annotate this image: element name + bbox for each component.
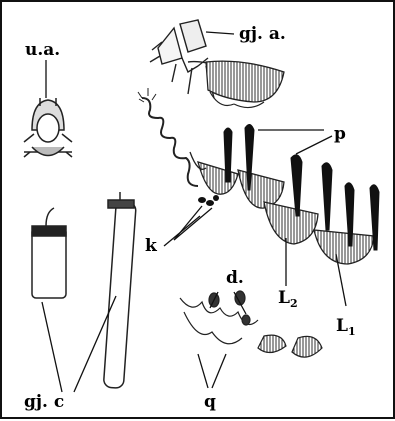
label-gja: gj. a. bbox=[239, 26, 286, 43]
label-L2-sub: 2 bbox=[290, 297, 298, 310]
segment-top bbox=[206, 61, 284, 102]
k-structures bbox=[198, 195, 219, 206]
label-L1-main: L bbox=[336, 316, 348, 336]
label-ua: u.a. bbox=[25, 42, 60, 59]
dq-structures bbox=[180, 291, 322, 357]
label-k: k bbox=[145, 238, 157, 255]
label-d: d. bbox=[226, 270, 244, 287]
ua-structure bbox=[24, 98, 72, 157]
tortuous-tube bbox=[142, 98, 198, 186]
label-q: q bbox=[204, 394, 216, 411]
gjc-structures bbox=[32, 192, 136, 388]
label-gjc: gj. c bbox=[24, 394, 64, 411]
label-L1: L1 bbox=[336, 318, 356, 337]
label-L2: L2 bbox=[278, 290, 298, 309]
label-L2-main: L bbox=[278, 288, 290, 308]
label-L1-sub: 1 bbox=[348, 325, 356, 338]
label-p: p bbox=[334, 126, 346, 143]
